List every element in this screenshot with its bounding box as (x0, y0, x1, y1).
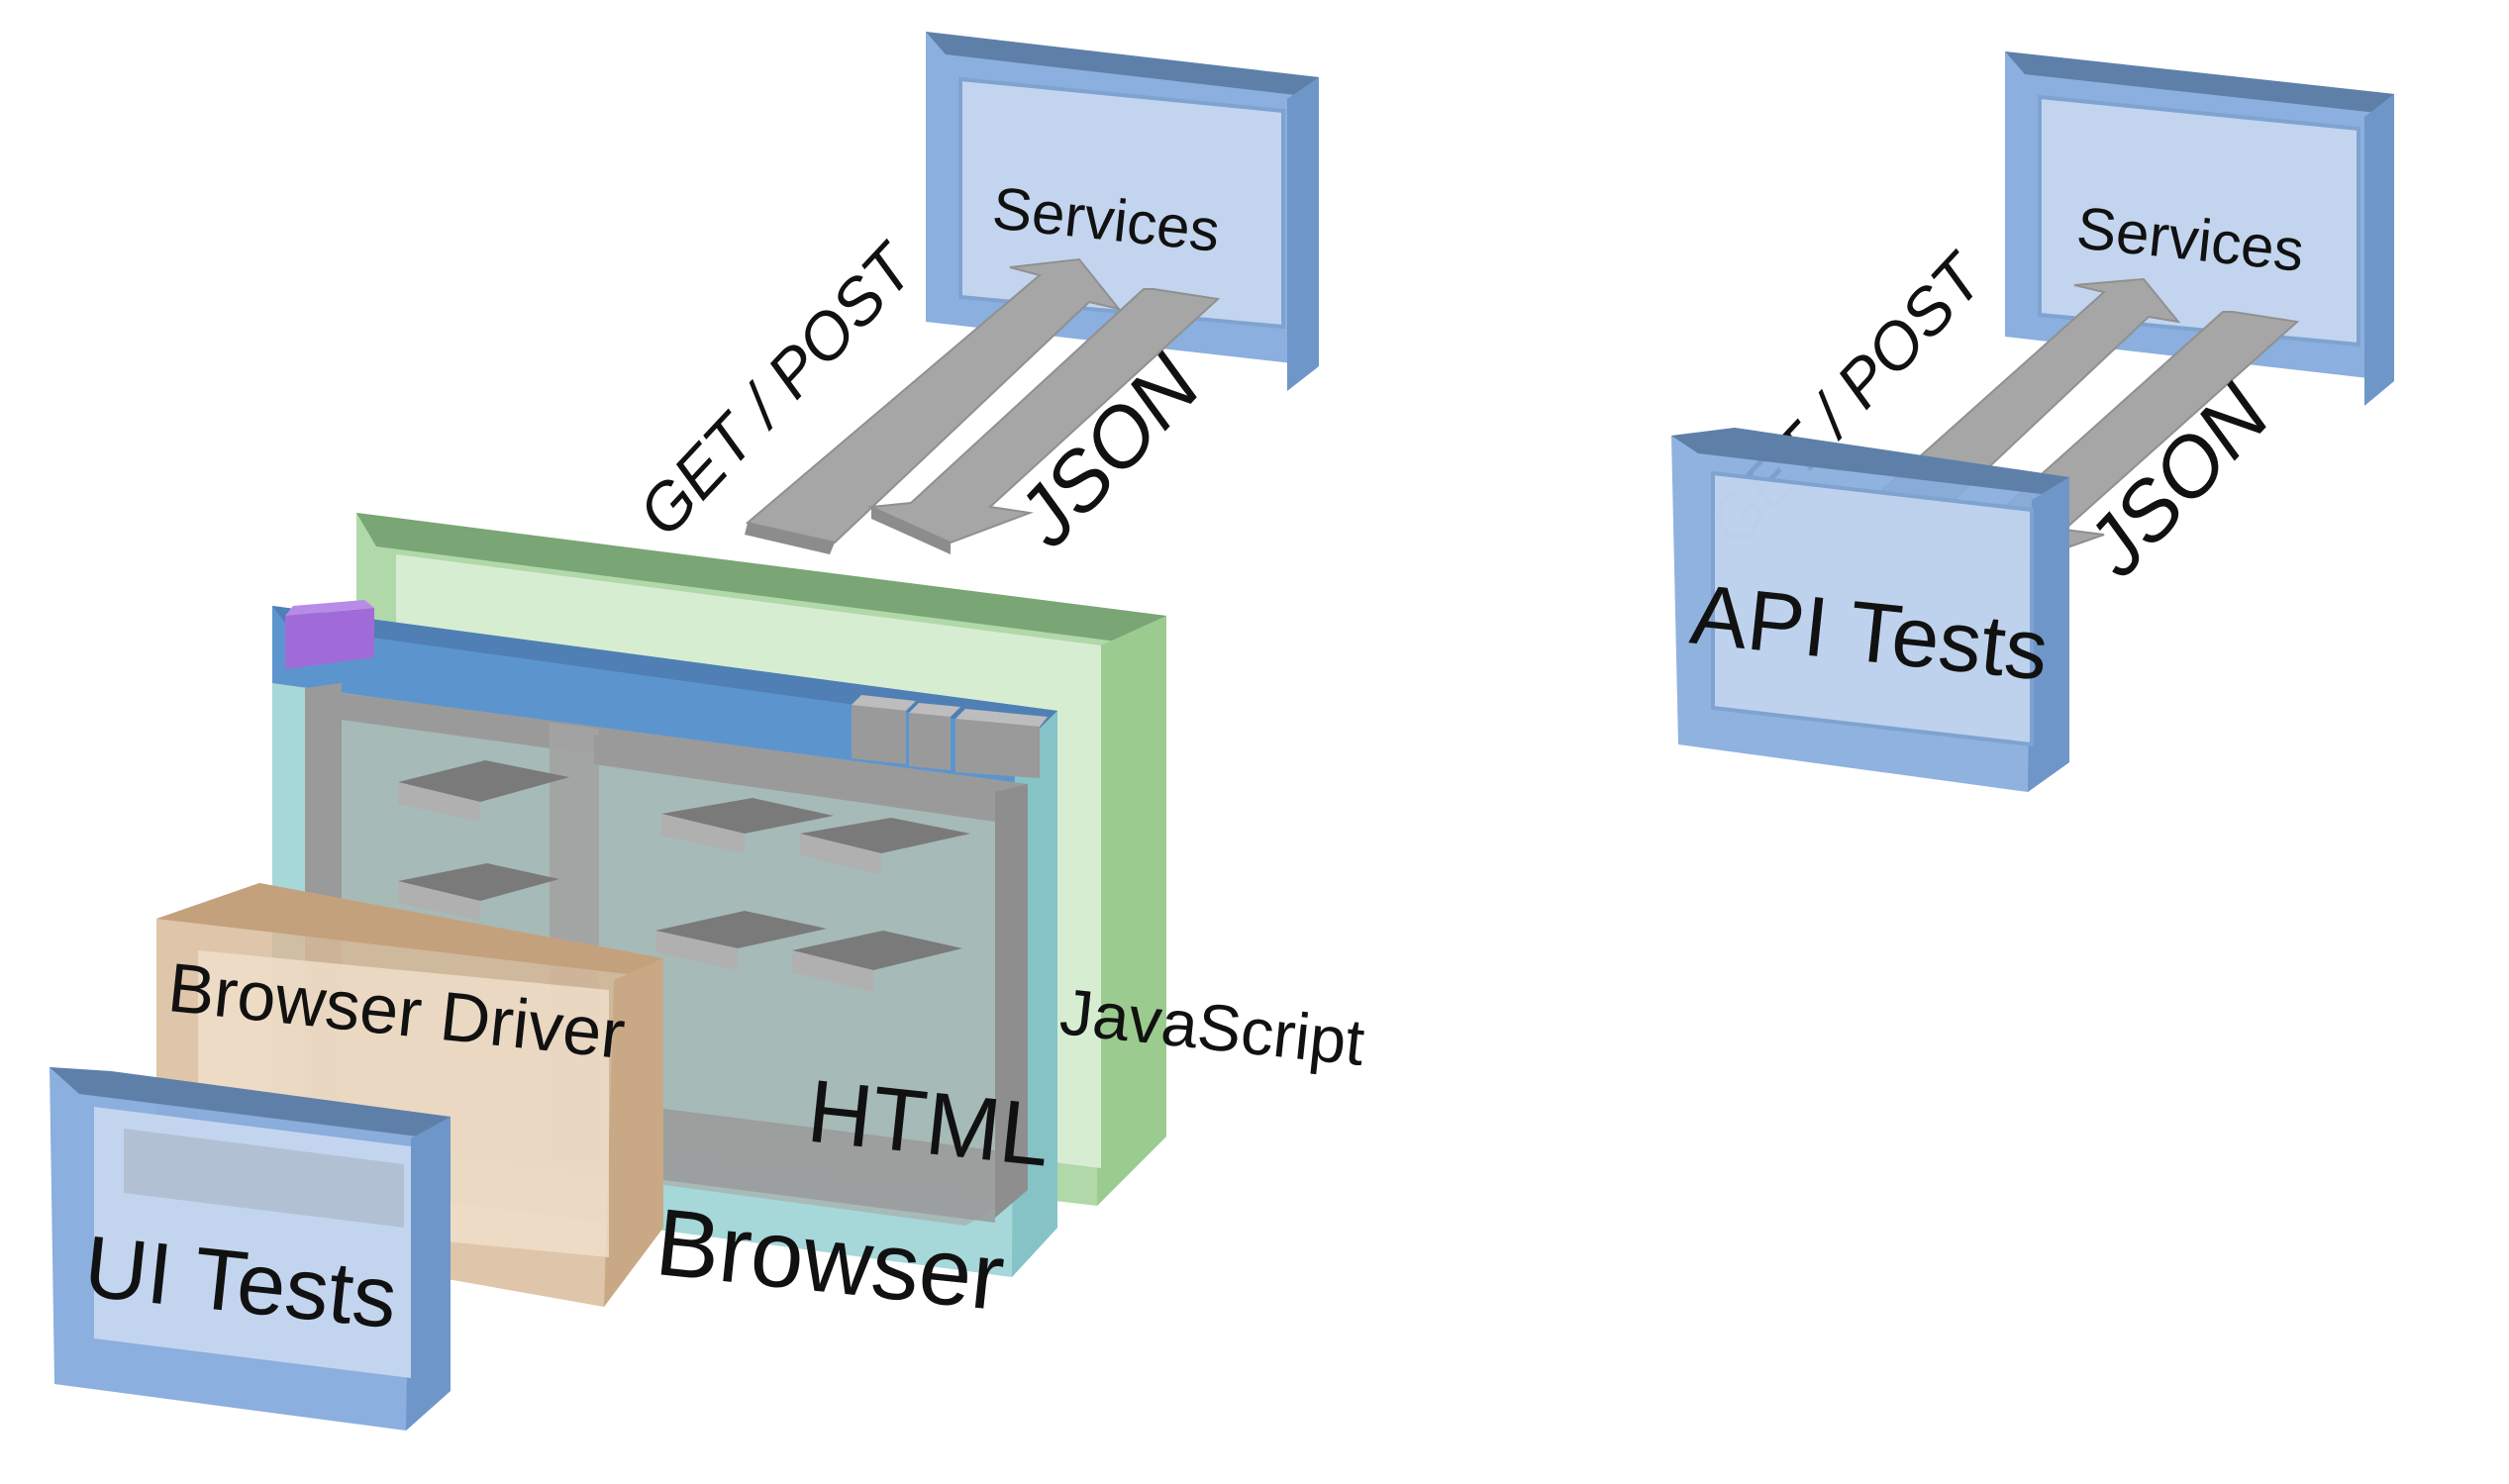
browser-menu-icon (285, 600, 374, 669)
browser-window-controls (852, 695, 1048, 778)
right-diagram: Services GET / POST JSON API Tests (1671, 51, 2394, 792)
left-diagram: Services JavaScript (50, 32, 1367, 1431)
html-widgets (398, 760, 970, 992)
ui-tests-box: UI Tests (50, 1067, 451, 1431)
api-tests-box: API Tests (1671, 428, 2069, 792)
